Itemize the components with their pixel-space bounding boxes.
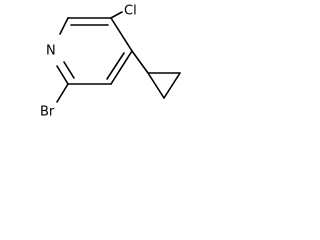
bond-c4-cyclopropyl (131, 50, 149, 74)
bond-c4-c3-double (106, 52, 125, 80)
pyridine-ring (56, 17, 133, 85)
cyclopropyl-ring (147, 72, 181, 99)
bond-c4-c3 (110, 50, 133, 85)
bond-cp-2 (163, 72, 181, 99)
bond-c5-cl (110, 11, 123, 19)
chemical-structure-diagram: N Cl Br (40, 4, 181, 120)
bond-c2-br (56, 83, 69, 103)
atom-label-bromine: Br (40, 105, 55, 120)
atom-label-nitrogen: N (46, 44, 56, 59)
bond-n-c6 (59, 17, 69, 35)
bond-c5-c4 (110, 17, 133, 52)
bond-c2-n-double (63, 61, 75, 79)
bond-c2-n (56, 65, 69, 85)
atom-label-chlorine: Cl (124, 4, 137, 19)
bond-cp-3 (147, 72, 165, 99)
